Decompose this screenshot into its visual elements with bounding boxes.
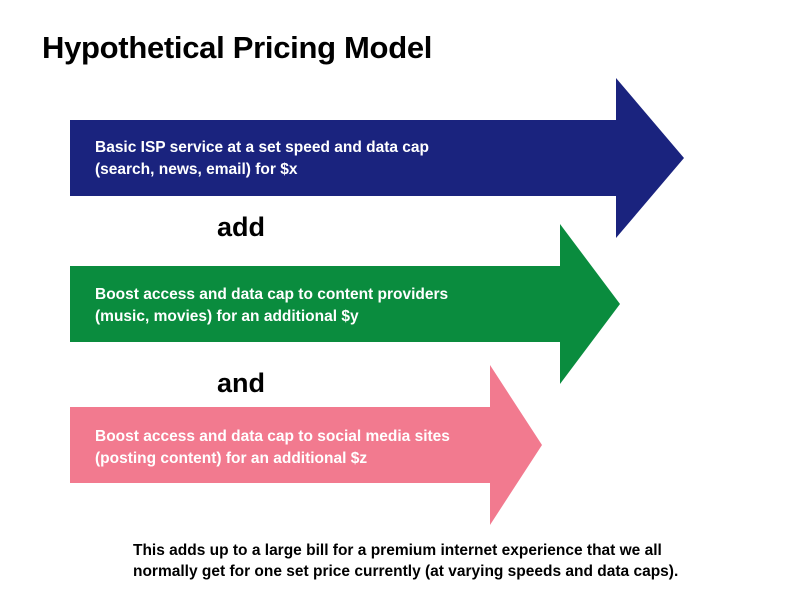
tier-3-arrow	[70, 365, 542, 525]
tier-2-line-2: (music, movies) for an additional $y	[95, 308, 359, 325]
tier-1-arrow-shape	[70, 78, 684, 238]
footnote: This adds up to a large bill for a premi…	[133, 540, 678, 582]
tier-1-line-2: (search, news, email) for $x	[95, 161, 298, 178]
connector-and: and	[217, 368, 266, 398]
tier-1-line-1: Basic ISP service at a set speed and dat…	[95, 139, 429, 156]
tier-1-label: Basic ISP service at a set speed and dat…	[95, 137, 429, 181]
tier-3-label: Boost access and data cap to social medi…	[95, 426, 450, 470]
tier-2-line-1: Boost access and data cap to content pro…	[95, 286, 449, 303]
footnote-line-1: This adds up to a large bill for a premi…	[133, 542, 662, 559]
footnote-line-2: normally get for one set price currently…	[133, 563, 679, 580]
tier-1-arrow	[70, 78, 684, 238]
tier-3-line-1: Boost access and data cap to social medi…	[95, 428, 450, 445]
tier-2-arrow-shape	[70, 224, 620, 384]
connector-add: add	[217, 212, 266, 242]
tier-2-label: Boost access and data cap to content pro…	[95, 284, 448, 328]
tier-3-line-2: (posting content) for an additional $z	[95, 450, 368, 467]
tier-2-arrow	[70, 224, 620, 384]
tier-3-arrow-shape	[70, 365, 542, 525]
diagram-title: Hypothetical Pricing Model	[42, 30, 433, 65]
